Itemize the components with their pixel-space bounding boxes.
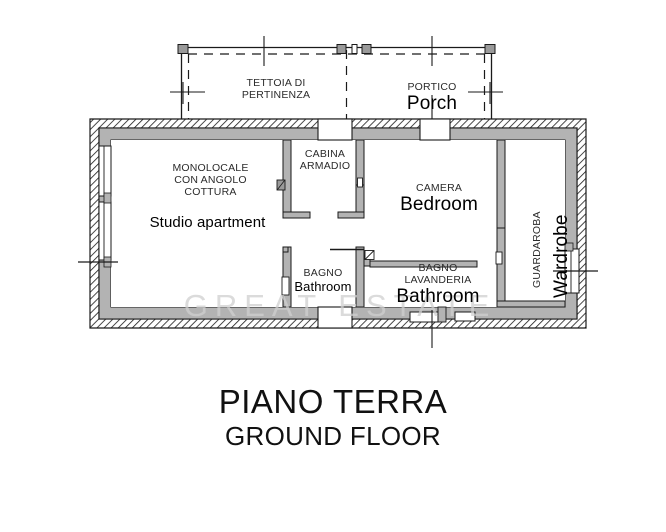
bathroom1-label-en: Bathroom [294,279,352,294]
bathroom2-label-it-line2: LAVANDERIA [404,274,472,286]
bedroom-label-it: CAMERA [415,182,463,194]
label-studio-en: Studio apartment [120,214,295,231]
porch-label-en: Porch [406,93,458,114]
bathroom1-label-it: BAGNO [303,267,343,279]
label-bedroom: CAMERA Bedroom [383,182,495,216]
wardrobe-label-it: GUARDAROBA [531,211,543,288]
studio-label-en: Studio apartment [149,214,266,231]
label-porch: PORTICO Porch [372,81,492,115]
canopy-label-it-line2: PERTINENZA [241,89,311,101]
porch-label-it: PORTICO [407,81,457,93]
wardrobe-label-en: Wardrobe [551,214,572,298]
closet-label-it-line1: CABINA [304,148,346,160]
label-bathroom-1: BAGNO Bathroom [287,267,359,294]
bedroom-label-en: Bedroom [400,194,478,215]
label-wardrobe-it: GUARDAROBA [527,211,545,288]
label-walkin-closet: CABINA ARMADIO [294,148,356,172]
bathroom2-label-en: Bathroom [396,286,480,307]
openings [98,118,580,329]
label-bathroom-laundry: BAGNO LAVANDERIA Bathroom [382,262,494,308]
label-wardrobe-en: Wardrobe [551,214,573,298]
label-studio-it: MONOLOCALE CON ANGOLO COTTURA [133,162,288,198]
studio-label-it-line3: COTTURA [184,186,237,198]
studio-label-it-line2: CON ANGOLO [174,174,247,186]
interior-floor [111,140,565,307]
dimension-ticks [78,261,598,348]
label-canopy: TETTOIA DI PERTINENZA [196,77,356,101]
studio-label-it-line1: MONOLOCALE [172,162,249,174]
canopy-label-it-line1: TETTOIA DI [246,77,306,89]
closet-label-it-line2: ARMADIO [299,160,351,172]
outdoor-canopy-outline [170,36,503,140]
internal-partitions [276,139,566,308]
bathroom2-label-it-line1: BAGNO [418,262,458,274]
